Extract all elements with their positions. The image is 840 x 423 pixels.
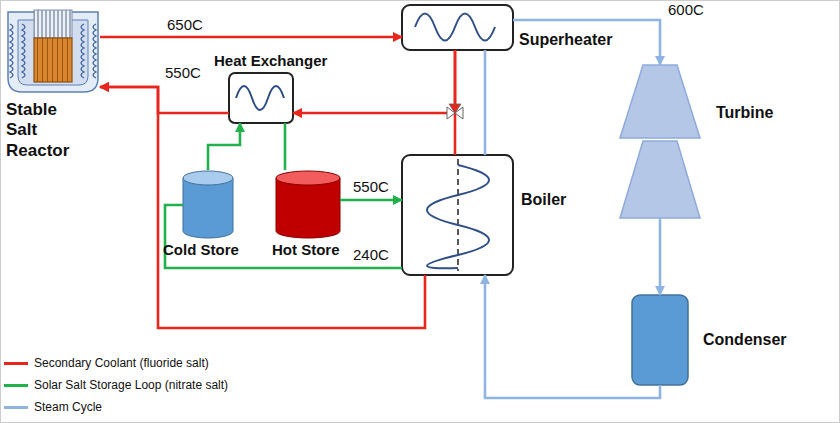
flow-line (100, 87, 229, 113)
turbine-symbol (620, 65, 700, 218)
turbine-node: Turbine (620, 65, 700, 218)
node-label: Hot Store (272, 241, 340, 259)
node-label: Boiler (521, 190, 566, 209)
temperature-label: 600C (666, 2, 706, 19)
boiler-node: Boiler (402, 155, 513, 275)
reactor-illustration (8, 10, 98, 92)
cold-store-node: Cold Store (183, 170, 233, 238)
condenser-symbol (632, 295, 688, 385)
valve-symbol (447, 104, 463, 119)
temperature-label: 550C (163, 65, 203, 82)
boiler-symbol (402, 155, 513, 275)
node-shape (6, 8, 100, 92)
reactor-node: Stable Salt Reactor (6, 8, 100, 92)
node-shape (632, 295, 688, 385)
legend-row: Steam Cycle (4, 396, 228, 418)
node-label: Turbine (716, 103, 773, 122)
legend-swatch (4, 362, 28, 365)
cold-store-tank (183, 171, 233, 238)
heat-exchanger-node: Heat Exchanger (229, 73, 293, 123)
node-label: Cold Store (163, 241, 239, 259)
node-shape (276, 170, 340, 238)
legend-row: Solar Salt Storage Loop (nitrate salt) (4, 374, 228, 396)
node-shape (402, 155, 513, 275)
legend-text: Solar Salt Storage Loop (nitrate salt) (34, 378, 228, 392)
flow-line (485, 275, 660, 398)
flow-line (513, 20, 660, 65)
flow-line (100, 87, 425, 328)
superheater-symbol (402, 5, 513, 50)
flow-line (340, 199, 402, 202)
legend-swatch (4, 384, 28, 387)
condenser-node: Condenser (632, 295, 688, 385)
node-shape (402, 5, 513, 50)
node-shape (620, 65, 700, 218)
flow-line (208, 123, 240, 170)
hot-store-tank (276, 171, 340, 238)
flow-line (284, 123, 287, 170)
flow-line (454, 50, 457, 155)
superheater-node: Superheater (402, 5, 513, 50)
legend-text: Secondary Coolant (fluoride salt) (34, 356, 209, 370)
node-label: Superheater (519, 30, 612, 49)
node-shape (229, 73, 293, 123)
legend: Secondary Coolant (fluoride salt) Solar S… (4, 352, 228, 418)
flow-line (484, 50, 487, 155)
temperature-label: 240C (351, 247, 391, 264)
node-shape (183, 170, 233, 238)
temperature-label: 650C (165, 17, 205, 34)
flow-line (165, 205, 402, 268)
node-label: Condenser (703, 330, 787, 349)
flow-line (100, 36, 402, 39)
flow-line (659, 218, 662, 295)
node-label: Heat Exchanger (214, 52, 327, 70)
temperature-label: 550C (351, 179, 391, 196)
heat-exchanger-symbol (229, 73, 293, 123)
hot-store-node: Hot Store (276, 170, 340, 238)
legend-text: Steam Cycle (34, 400, 102, 414)
legend-row: Secondary Coolant (fluoride salt) (4, 352, 228, 374)
legend-swatch (4, 406, 28, 409)
node-label: Stable Salt Reactor (6, 100, 91, 161)
